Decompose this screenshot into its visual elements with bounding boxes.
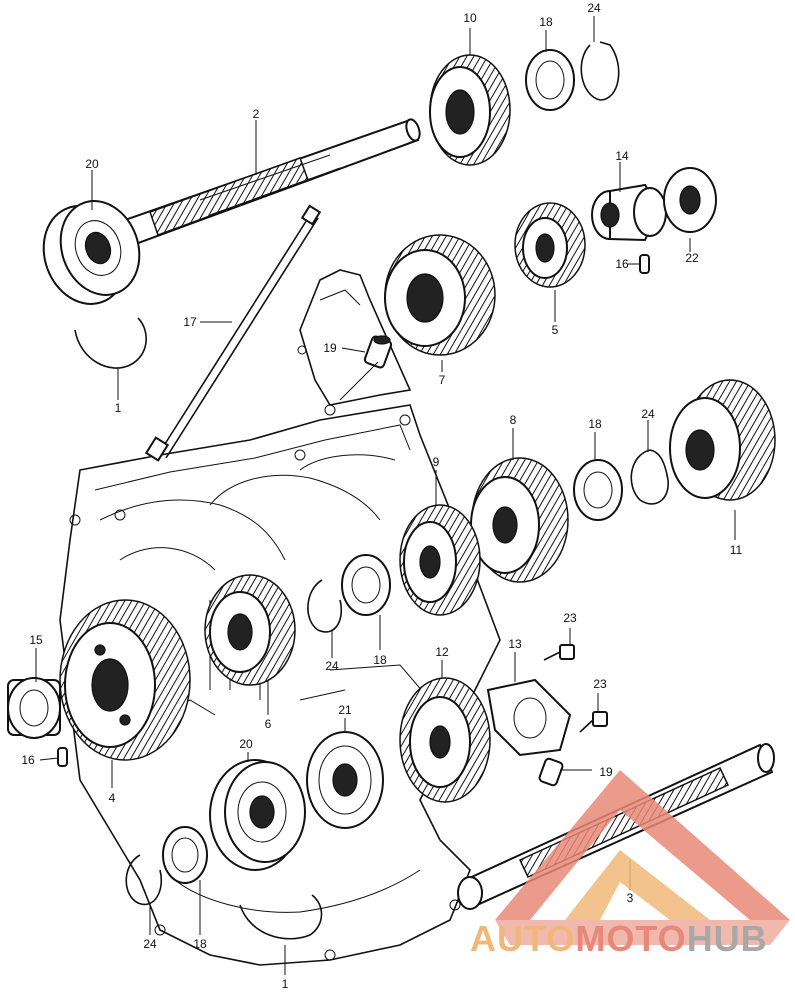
sprocket-12 (399, 677, 491, 803)
callout-18-bottom: 18 (193, 937, 207, 951)
callout-20-top: 20 (85, 157, 99, 171)
bearing-20-bottom (209, 759, 306, 871)
callout-16-top: 16 (615, 257, 629, 271)
gear-7 (384, 234, 496, 356)
callout-16-left: 16 (21, 753, 35, 767)
circlip-24-bottom (125, 854, 162, 906)
callout-4: 4 (109, 791, 116, 805)
washer-18-mid-right (573, 459, 623, 521)
bearing-22 (663, 167, 717, 233)
gear-6 (204, 574, 296, 686)
callout-15: 15 (29, 633, 43, 647)
plate-13 (486, 678, 572, 757)
main-shaft (123, 118, 421, 247)
collar-19-upper (363, 335, 393, 369)
callout-18-mid: 18 (373, 653, 387, 667)
callout-19-upper: 19 (323, 341, 337, 355)
callout-10: 10 (463, 11, 477, 25)
washer-18-top (525, 49, 575, 111)
gear-5 (514, 202, 586, 288)
callout-14: 14 (615, 149, 629, 163)
callout-19-lower: 19 (599, 765, 613, 779)
callout-22: 22 (685, 251, 699, 265)
leader-lines (35, 16, 736, 975)
callout-labels: 10 18 24 2 20 14 16 22 17 19 7 5 1 8 18 … (21, 1, 742, 991)
bolt-23-top (543, 644, 575, 661)
callout-12: 12 (435, 645, 449, 659)
callout-7: 7 (439, 373, 446, 387)
washer-18-bottom (162, 826, 208, 884)
callout-8: 8 (510, 413, 517, 427)
callout-24-mid: 24 (325, 659, 339, 673)
watermark-text: AUTOMOTOHUB (470, 918, 768, 960)
shift-rod-17 (144, 204, 322, 462)
watermark-text-moto: MOTO (575, 918, 687, 959)
gear-11 (669, 379, 776, 501)
pin-16-top (639, 254, 650, 274)
callout-21: 21 (338, 703, 352, 717)
pin-16-left (57, 747, 68, 767)
watermark-text-auto: AUTO (470, 918, 576, 959)
collar-19-lower (538, 757, 564, 787)
gear-8 (470, 457, 569, 583)
callout-13: 13 (508, 637, 522, 651)
callout-6: 6 (265, 717, 272, 731)
callout-9: 9 (433, 455, 440, 469)
gear-10 (429, 54, 511, 166)
washer-18-mid (341, 554, 391, 616)
callout-5: 5 (552, 323, 559, 337)
callout-23-bottom: 23 (593, 677, 607, 691)
callout-18-top: 18 (539, 15, 553, 29)
callout-20-bottom: 20 (239, 737, 253, 751)
circlip-1-bottom (239, 894, 323, 940)
bushing-15 (7, 677, 61, 739)
watermark-text-hub: HUB (686, 918, 768, 959)
callout-18-mid-right: 18 (588, 417, 602, 431)
gear-4 (59, 599, 191, 761)
circlip-1-top (74, 317, 147, 369)
bolt-23-bottom (579, 711, 608, 733)
callout-1-bottom: 1 (282, 977, 289, 991)
bearing-20-top (42, 200, 141, 305)
callout-3: 3 (627, 891, 634, 905)
circlip-24-top (580, 41, 620, 101)
callout-24-right: 24 (641, 407, 655, 421)
circlip-24-mid (307, 579, 342, 633)
needle-bearing-14 (591, 183, 667, 242)
callout-2: 2 (253, 107, 260, 121)
bearing-21 (306, 731, 384, 829)
callout-24-top: 24 (587, 1, 601, 15)
callout-11: 11 (730, 543, 743, 557)
callout-17: 17 (183, 315, 197, 329)
circlip-24-right (630, 449, 669, 505)
watermark-triangle-logo (495, 770, 790, 945)
callout-1-top: 1 (115, 401, 122, 415)
gear-9 (399, 504, 481, 616)
callout-23-top: 23 (563, 611, 577, 625)
callout-24-bottom: 24 (143, 937, 157, 951)
